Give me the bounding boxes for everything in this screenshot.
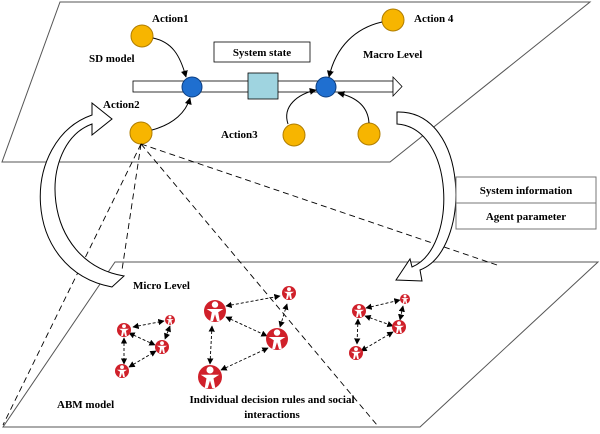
agent-icon [204, 300, 226, 322]
action5-node [357, 122, 381, 146]
action3-arrow [286, 87, 317, 125]
system-state-label: System state [233, 47, 291, 59]
action2-arrow [151, 97, 192, 131]
agent-cluster-right [349, 294, 410, 360]
agent-icon [165, 315, 175, 325]
action4-node [381, 8, 405, 32]
up-feedback-arrow [39, 101, 126, 288]
micro-level-label: Micro Level [133, 280, 190, 292]
sd-model-label: SD model [89, 53, 135, 65]
flow-node-right [315, 76, 337, 98]
action5-arrow [337, 90, 370, 124]
action4-arrow [326, 21, 383, 78]
action3-label: Action3 [221, 129, 258, 141]
system-state-label-box [213, 41, 311, 63]
system-state-stock [247, 72, 279, 100]
agent-icon [198, 365, 222, 389]
agent-icon [266, 328, 288, 350]
agent-cluster-middle [198, 286, 296, 389]
agent-icon [349, 346, 363, 360]
agent-links [120, 293, 405, 371]
agent-icon [392, 320, 406, 334]
micro-plane [2, 261, 600, 428]
action3-node [282, 123, 306, 147]
agent-icon [155, 340, 169, 354]
action4-label: Action 4 [414, 13, 454, 25]
action1-node [130, 24, 154, 48]
flow-node-left [181, 76, 203, 98]
decision-rules-label-line1: Individual decision rules and social [189, 394, 354, 406]
action1-arrow [152, 37, 188, 78]
action1-label: Action1 [152, 13, 189, 25]
agent-icon [352, 304, 366, 318]
down-feedback-arrow [395, 111, 457, 282]
system-information-label: System information [480, 185, 573, 197]
decision-rules-label-line2: interactions [244, 409, 300, 421]
action2-node [129, 121, 153, 145]
agent-icon [117, 323, 131, 337]
action2-label: Action2 [103, 99, 140, 111]
agent-cluster-left [115, 315, 175, 378]
agent-icon [282, 286, 296, 300]
agent-icon [400, 294, 410, 304]
agent-parameter-label: Agent parameter [486, 211, 566, 223]
abm-model-label: ABM model [57, 399, 114, 411]
agent-icon [115, 364, 129, 378]
macro-level-label: Macro Level [363, 49, 422, 61]
